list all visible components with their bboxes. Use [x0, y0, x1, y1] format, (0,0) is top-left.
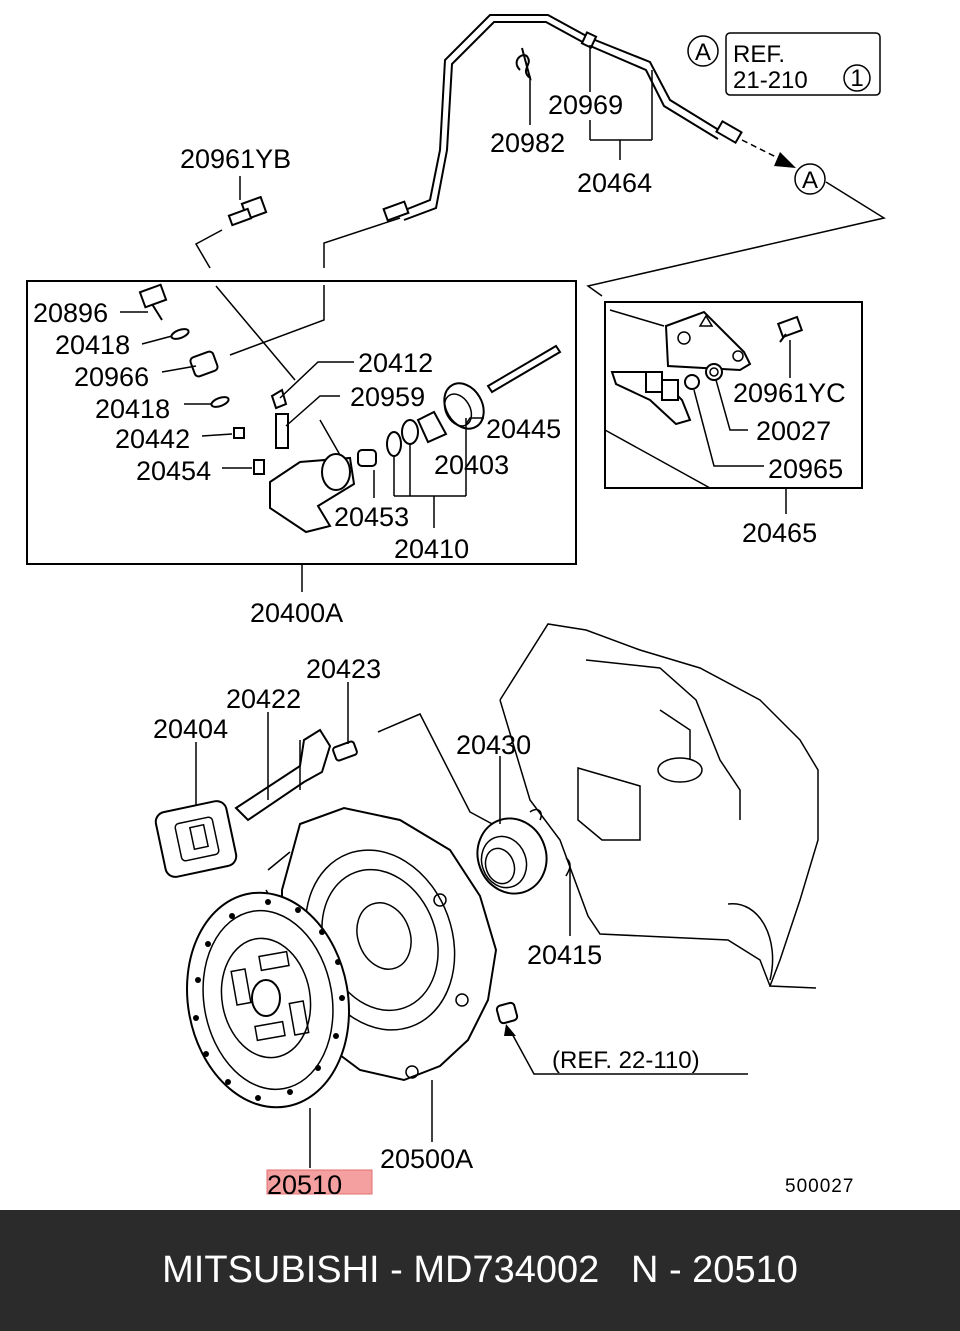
label-20961yb: 20961YB: [180, 144, 291, 174]
label-20982: 20982: [490, 128, 565, 158]
ref-top-circle: [843, 64, 871, 92]
label-20400a: 20400A: [250, 598, 343, 628]
label-20453: 20453: [334, 502, 409, 532]
transmission-housing: [499, 623, 819, 989]
label-20500a: 20500A: [380, 1144, 473, 1174]
label-20969: 20969: [548, 90, 623, 120]
dowel-pin: [495, 1001, 748, 1075]
label-20465: 20465: [742, 518, 817, 548]
clip-20982: [515, 47, 532, 125]
callout-a-top: A: [695, 39, 711, 66]
bracket-parts: [609, 309, 804, 467]
label-20430: 20430: [456, 730, 531, 760]
label-20961yc: 20961YC: [733, 378, 846, 408]
leaders-20400a: [120, 311, 484, 528]
diagram-code: 500027: [785, 1176, 854, 1197]
label-20959: 20959: [350, 382, 425, 412]
leaders-bottom: [195, 682, 571, 1168]
highlight-20510: [266, 1169, 373, 1195]
arrow-to-a: A: [586, 139, 886, 297]
release-bearing-20430: [476, 808, 571, 895]
label-20454: 20454: [136, 456, 211, 486]
label-20423: 20423: [306, 654, 381, 684]
ref-bottom: (REF. 22-110): [552, 1047, 700, 1074]
label-20442: 20442: [115, 424, 190, 454]
label-20418a: 20418: [55, 330, 130, 360]
label-20896: 20896: [33, 298, 108, 328]
label-20965: 20965: [768, 454, 843, 484]
label-20027: 20027: [756, 416, 831, 446]
master-cylinder-parts: [138, 283, 562, 534]
clutch-parts-diagram: A REF. 21-210 1 A: [26, 14, 886, 1200]
clutch-release-parts: [154, 713, 497, 878]
clutch-pipe: [382, 14, 743, 222]
label-20404: 20404: [153, 714, 228, 744]
label-20412: 20412: [358, 348, 433, 378]
ref-top-line2: 21-210: [733, 67, 808, 94]
label-20510: 20510: [267, 1170, 342, 1200]
label-20464: 20464: [577, 168, 652, 198]
label-20403: 20403: [434, 450, 509, 480]
part-info-footer: MITSUBISHI - MD734002 N - 20510: [0, 1210, 960, 1331]
label-20445: 20445: [486, 414, 561, 444]
label-20418b: 20418: [95, 394, 170, 424]
ref-box-top: [725, 32, 881, 96]
label-20422: 20422: [226, 684, 301, 714]
bolt-20961yb: [227, 176, 268, 227]
label-20415: 20415: [527, 940, 602, 970]
label-20966: 20966: [74, 362, 149, 392]
label-20410: 20410: [394, 534, 469, 564]
ref-top-circle-num: 1: [850, 65, 863, 92]
ref-top-line1: REF.: [733, 41, 785, 68]
callout-a-top-circle: [687, 35, 719, 67]
callout-a-arrow: A: [802, 167, 818, 194]
clutch-disc-20510: [186, 891, 350, 1109]
